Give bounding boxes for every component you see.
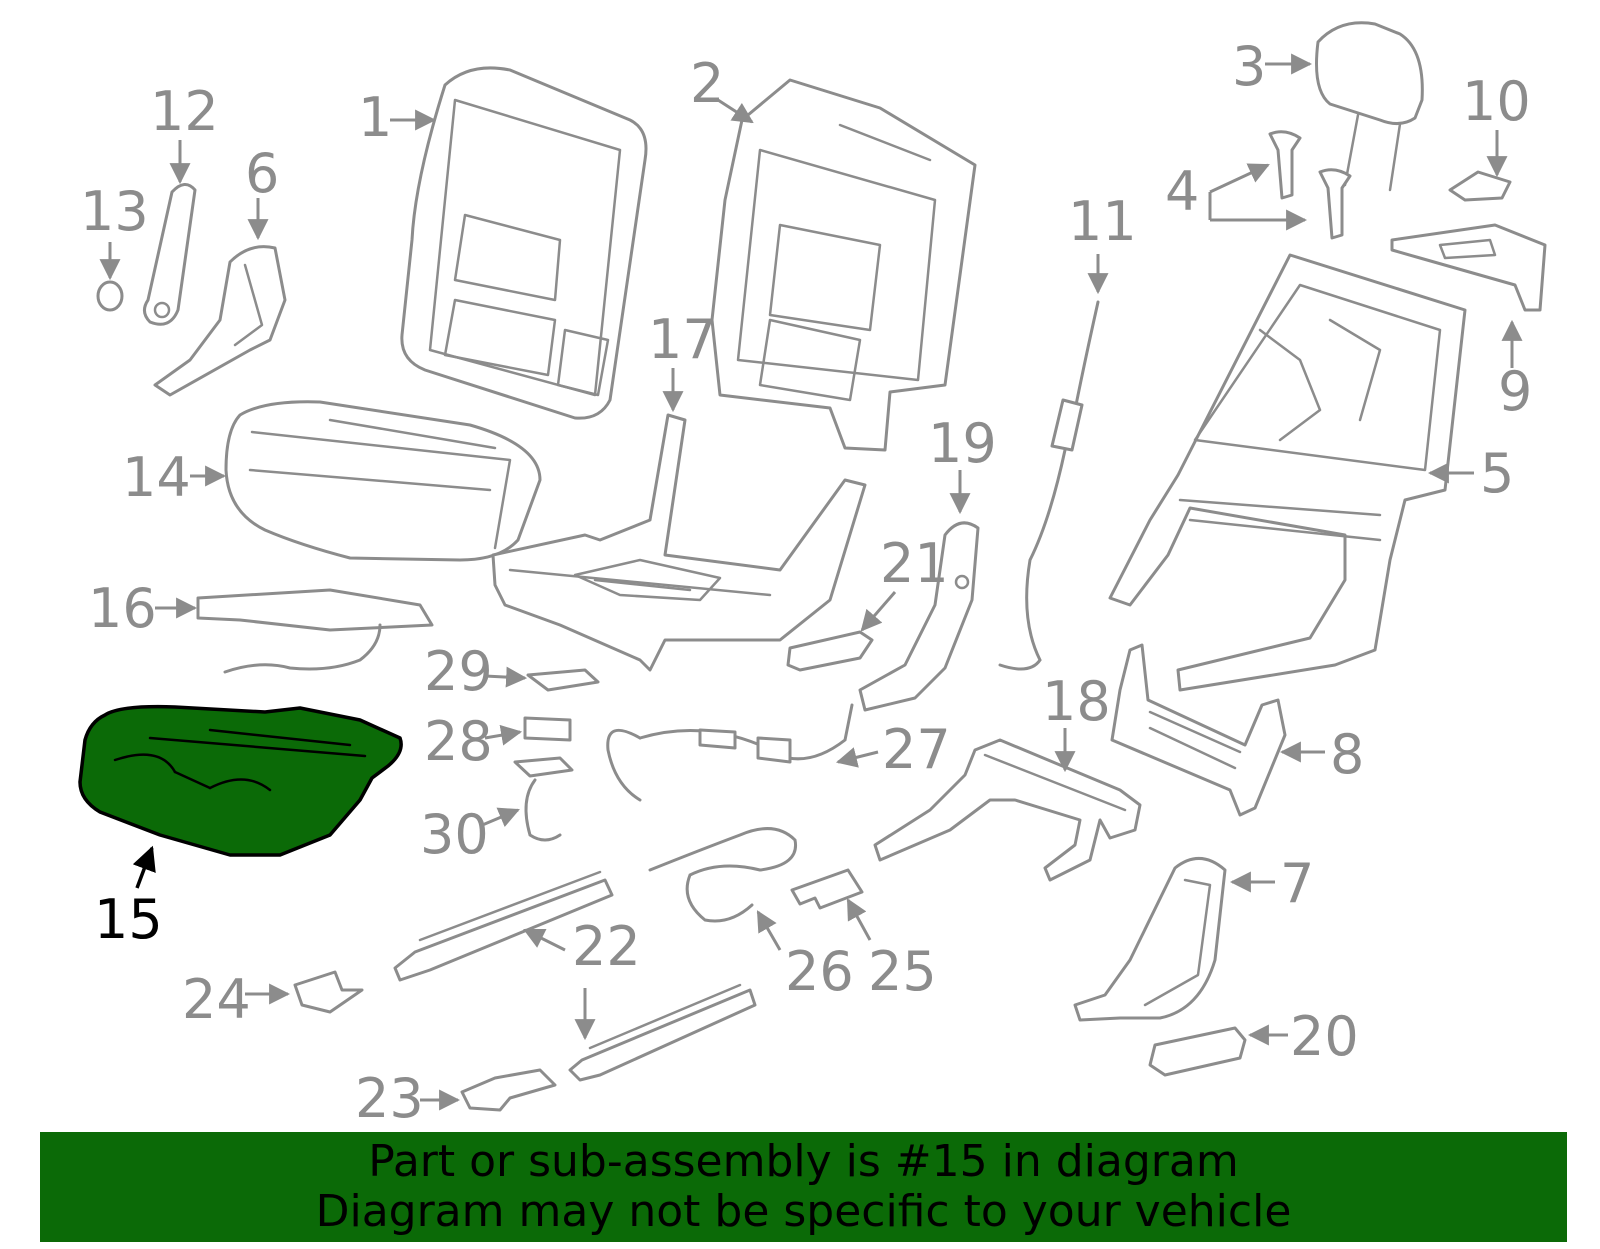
svg-text:30: 30 (420, 803, 489, 866)
svg-text:7: 7 (1280, 852, 1314, 915)
callout-21: 21 (860, 532, 949, 632)
svg-text:6: 6 (245, 142, 279, 205)
callout-8: 8 (1279, 723, 1364, 786)
svg-text:4: 4 (1165, 160, 1199, 223)
svg-text:8: 8 (1330, 723, 1364, 786)
svg-text:26: 26 (785, 940, 854, 1003)
callout-26: 26 (756, 910, 854, 1003)
part-16-trim-panel[interactable] (196, 588, 434, 674)
part-11-release-cable[interactable] (998, 300, 1100, 671)
part-20-trim-strip[interactable] (1148, 1026, 1247, 1077)
part-15-seat-cushion-pad-highlighted[interactable] (78, 704, 403, 857)
callout-3: 3 (1232, 35, 1313, 98)
part-30-sensor-harness[interactable] (513, 756, 574, 842)
svg-text:17: 17 (648, 308, 717, 371)
callout-20: 20 (1247, 1005, 1359, 1068)
callout-7: 7 (1229, 852, 1314, 915)
part-26-cable[interactable] (648, 827, 798, 923)
part-6-side-shield[interactable] (153, 245, 287, 397)
callout-17: 17 (648, 308, 717, 413)
svg-text:28: 28 (424, 710, 493, 773)
info-banner: Part or sub-assembly is #15 in diagram D… (40, 1132, 1567, 1242)
callout-16: 16 (88, 577, 198, 640)
callout-19: 19 (928, 412, 997, 515)
svg-text:22: 22 (572, 915, 641, 978)
callout-23: 23 (355, 1067, 461, 1130)
callout-5: 5 (1427, 442, 1514, 505)
part-10-latch-cover[interactable] (1448, 170, 1512, 202)
part-9-bracket[interactable] (1390, 223, 1547, 312)
part-23-track-end-cover[interactable] (460, 1068, 557, 1112)
part-3-headrest[interactable] (1315, 21, 1424, 192)
svg-text:16: 16 (88, 577, 157, 640)
svg-text:25: 25 (868, 940, 937, 1003)
part-5-seat-back-frame[interactable] (1108, 253, 1467, 692)
part-1-seat-back-cover[interactable] (400, 66, 648, 420)
callout-2: 2 (690, 52, 754, 124)
part-14-seat-cushion-cover[interactable] (224, 400, 542, 562)
callout-6: 6 (245, 142, 279, 241)
part-24-track-cover[interactable] (293, 970, 364, 1014)
part-27-wire-harness[interactable] (606, 703, 854, 802)
svg-text:23: 23 (355, 1067, 424, 1130)
banner-line-2: Diagram may not be specific to your vehi… (315, 1186, 1292, 1237)
svg-text:14: 14 (122, 446, 191, 509)
svg-text:15: 15 (94, 888, 163, 951)
svg-text:5: 5 (1480, 442, 1514, 505)
part-17-seat-cushion-frame[interactable] (491, 413, 867, 672)
part-29-clip[interactable] (526, 668, 600, 692)
part-12-armrest[interactable] (143, 183, 197, 326)
svg-text:2: 2 (690, 52, 724, 115)
callout-22: 22 (523, 915, 641, 978)
callout-1: 1 (358, 86, 437, 149)
callout-12: 12 (150, 80, 219, 185)
part-22-seat-track-upper[interactable] (393, 870, 614, 982)
svg-text:11: 11 (1068, 190, 1137, 253)
callout-11: 11 (1068, 190, 1137, 295)
part-19-side-trim[interactable] (858, 521, 980, 712)
svg-text:12: 12 (150, 80, 219, 143)
callout-24: 24 (182, 968, 291, 1031)
callout-13: 13 (80, 180, 149, 281)
part-7-side-cover[interactable] (1073, 857, 1227, 1022)
svg-text:9: 9 (1498, 360, 1532, 423)
svg-text:27: 27 (882, 718, 951, 781)
part-4-headrest-guides[interactable] (1268, 130, 1352, 240)
svg-text:24: 24 (182, 968, 251, 1031)
callout-29: 29 (424, 640, 528, 703)
part-21-trim-piece[interactable] (786, 630, 874, 672)
svg-text:1: 1 (358, 86, 392, 149)
callout-4: 4 (1165, 160, 1308, 231)
callout-9: 9 (1498, 319, 1532, 423)
svg-text:3: 3 (1232, 35, 1266, 98)
svg-text:20: 20 (1290, 1005, 1359, 1068)
svg-text:18: 18 (1042, 670, 1111, 733)
svg-text:29: 29 (424, 640, 493, 703)
part-8-rear-bracket[interactable] (1110, 643, 1287, 817)
banner-line-1: Part or sub-assembly is #15 in diagram (368, 1136, 1239, 1187)
svg-text:10: 10 (1462, 70, 1531, 133)
part-22-seat-track-lower[interactable] (568, 983, 757, 1082)
callout-25: 25 (846, 898, 937, 1003)
part-13-cap[interactable] (96, 280, 124, 312)
part-25-cover[interactable] (790, 868, 864, 910)
callout-14: 14 (122, 446, 227, 509)
part-28-connector[interactable] (523, 716, 572, 742)
svg-text:13: 13 (80, 180, 149, 243)
part-18-recliner-bracket[interactable] (873, 738, 1142, 882)
callout-28: 28 (424, 710, 523, 773)
callout-15: 15 (94, 845, 163, 951)
callout-10: 10 (1462, 70, 1531, 178)
svg-text:19: 19 (928, 412, 997, 475)
part-2-seat-back-panel[interactable] (710, 78, 977, 452)
callout-18: 18 (1042, 670, 1111, 773)
callout-30: 30 (420, 803, 520, 866)
callout-27: 27 (835, 718, 951, 781)
svg-text:21: 21 (880, 532, 949, 595)
